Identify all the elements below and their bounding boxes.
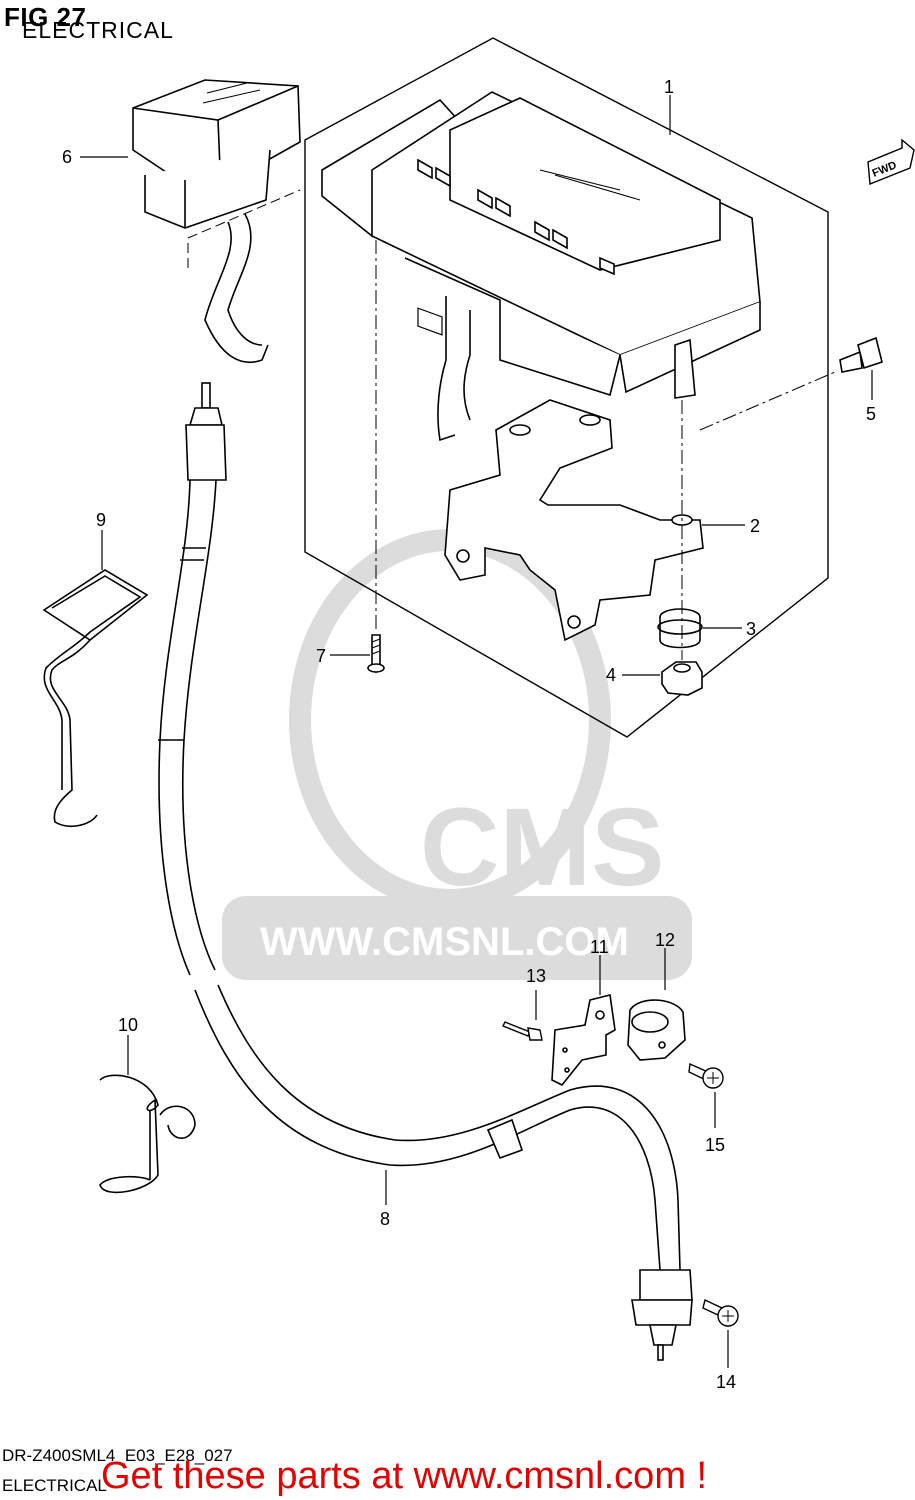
rivet-part-13 bbox=[502, 1021, 543, 1041]
screw-part-7 bbox=[367, 634, 385, 674]
clamp-part-12 bbox=[627, 999, 686, 1061]
clamp-part-10 bbox=[99, 1074, 196, 1194]
callout-8: 8 bbox=[380, 1209, 391, 1229]
callout-1: 1 bbox=[664, 77, 675, 97]
model-code: DR-Z400SML4_E03_E28_027 bbox=[2, 1446, 233, 1465]
callout-4: 4 bbox=[606, 665, 617, 685]
callout-15: 15 bbox=[705, 1135, 726, 1155]
callout-14: 14 bbox=[716, 1372, 737, 1392]
callout-10: 10 bbox=[118, 1015, 139, 1035]
fwd-direction-badge: FWD bbox=[867, 138, 915, 185]
bolt-part-5 bbox=[839, 336, 883, 373]
watermark-url: WWW.CMSNL.COM bbox=[260, 920, 629, 964]
callout-2: 2 bbox=[750, 516, 761, 536]
bracket-part-11 bbox=[551, 994, 616, 1087]
callout-7: 7 bbox=[316, 646, 327, 666]
assembly-box bbox=[304, 37, 829, 738]
grommet-part-3 bbox=[657, 608, 703, 649]
screw-part-15 bbox=[688, 1062, 724, 1089]
callout-6: 6 bbox=[62, 147, 73, 167]
watermark-brand: CMS bbox=[420, 786, 664, 909]
screw-part-14 bbox=[702, 1299, 739, 1327]
callout-13: 13 bbox=[526, 966, 547, 986]
callout-11: 11 bbox=[590, 937, 609, 957]
meter-part-1 bbox=[321, 91, 761, 442]
bracket-part-2 bbox=[444, 399, 704, 642]
clamp-part-9 bbox=[42, 569, 149, 827]
footer-section-title: ELECTRICAL bbox=[2, 1476, 107, 1495]
cable-part-8 bbox=[158, 382, 693, 1361]
callout-3: 3 bbox=[746, 619, 757, 639]
promo-link[interactable]: Get these parts at www.cmsnl.com ! bbox=[101, 1455, 708, 1497]
cover-dashed-line bbox=[187, 189, 301, 268]
watermark: CMS WWW.CMSNL.COM bbox=[222, 529, 692, 980]
cover-part-6 bbox=[132, 79, 301, 364]
callout-12: 12 bbox=[655, 930, 676, 950]
callout-leaders bbox=[80, 95, 873, 1368]
nut-part-4 bbox=[661, 661, 703, 696]
leader-lines bbox=[375, 240, 836, 660]
callout-9: 9 bbox=[96, 510, 107, 530]
figure-title: ELECTRICAL bbox=[22, 17, 174, 43]
callout-5: 5 bbox=[866, 404, 877, 424]
figure-number: FIG 27 bbox=[4, 2, 87, 32]
